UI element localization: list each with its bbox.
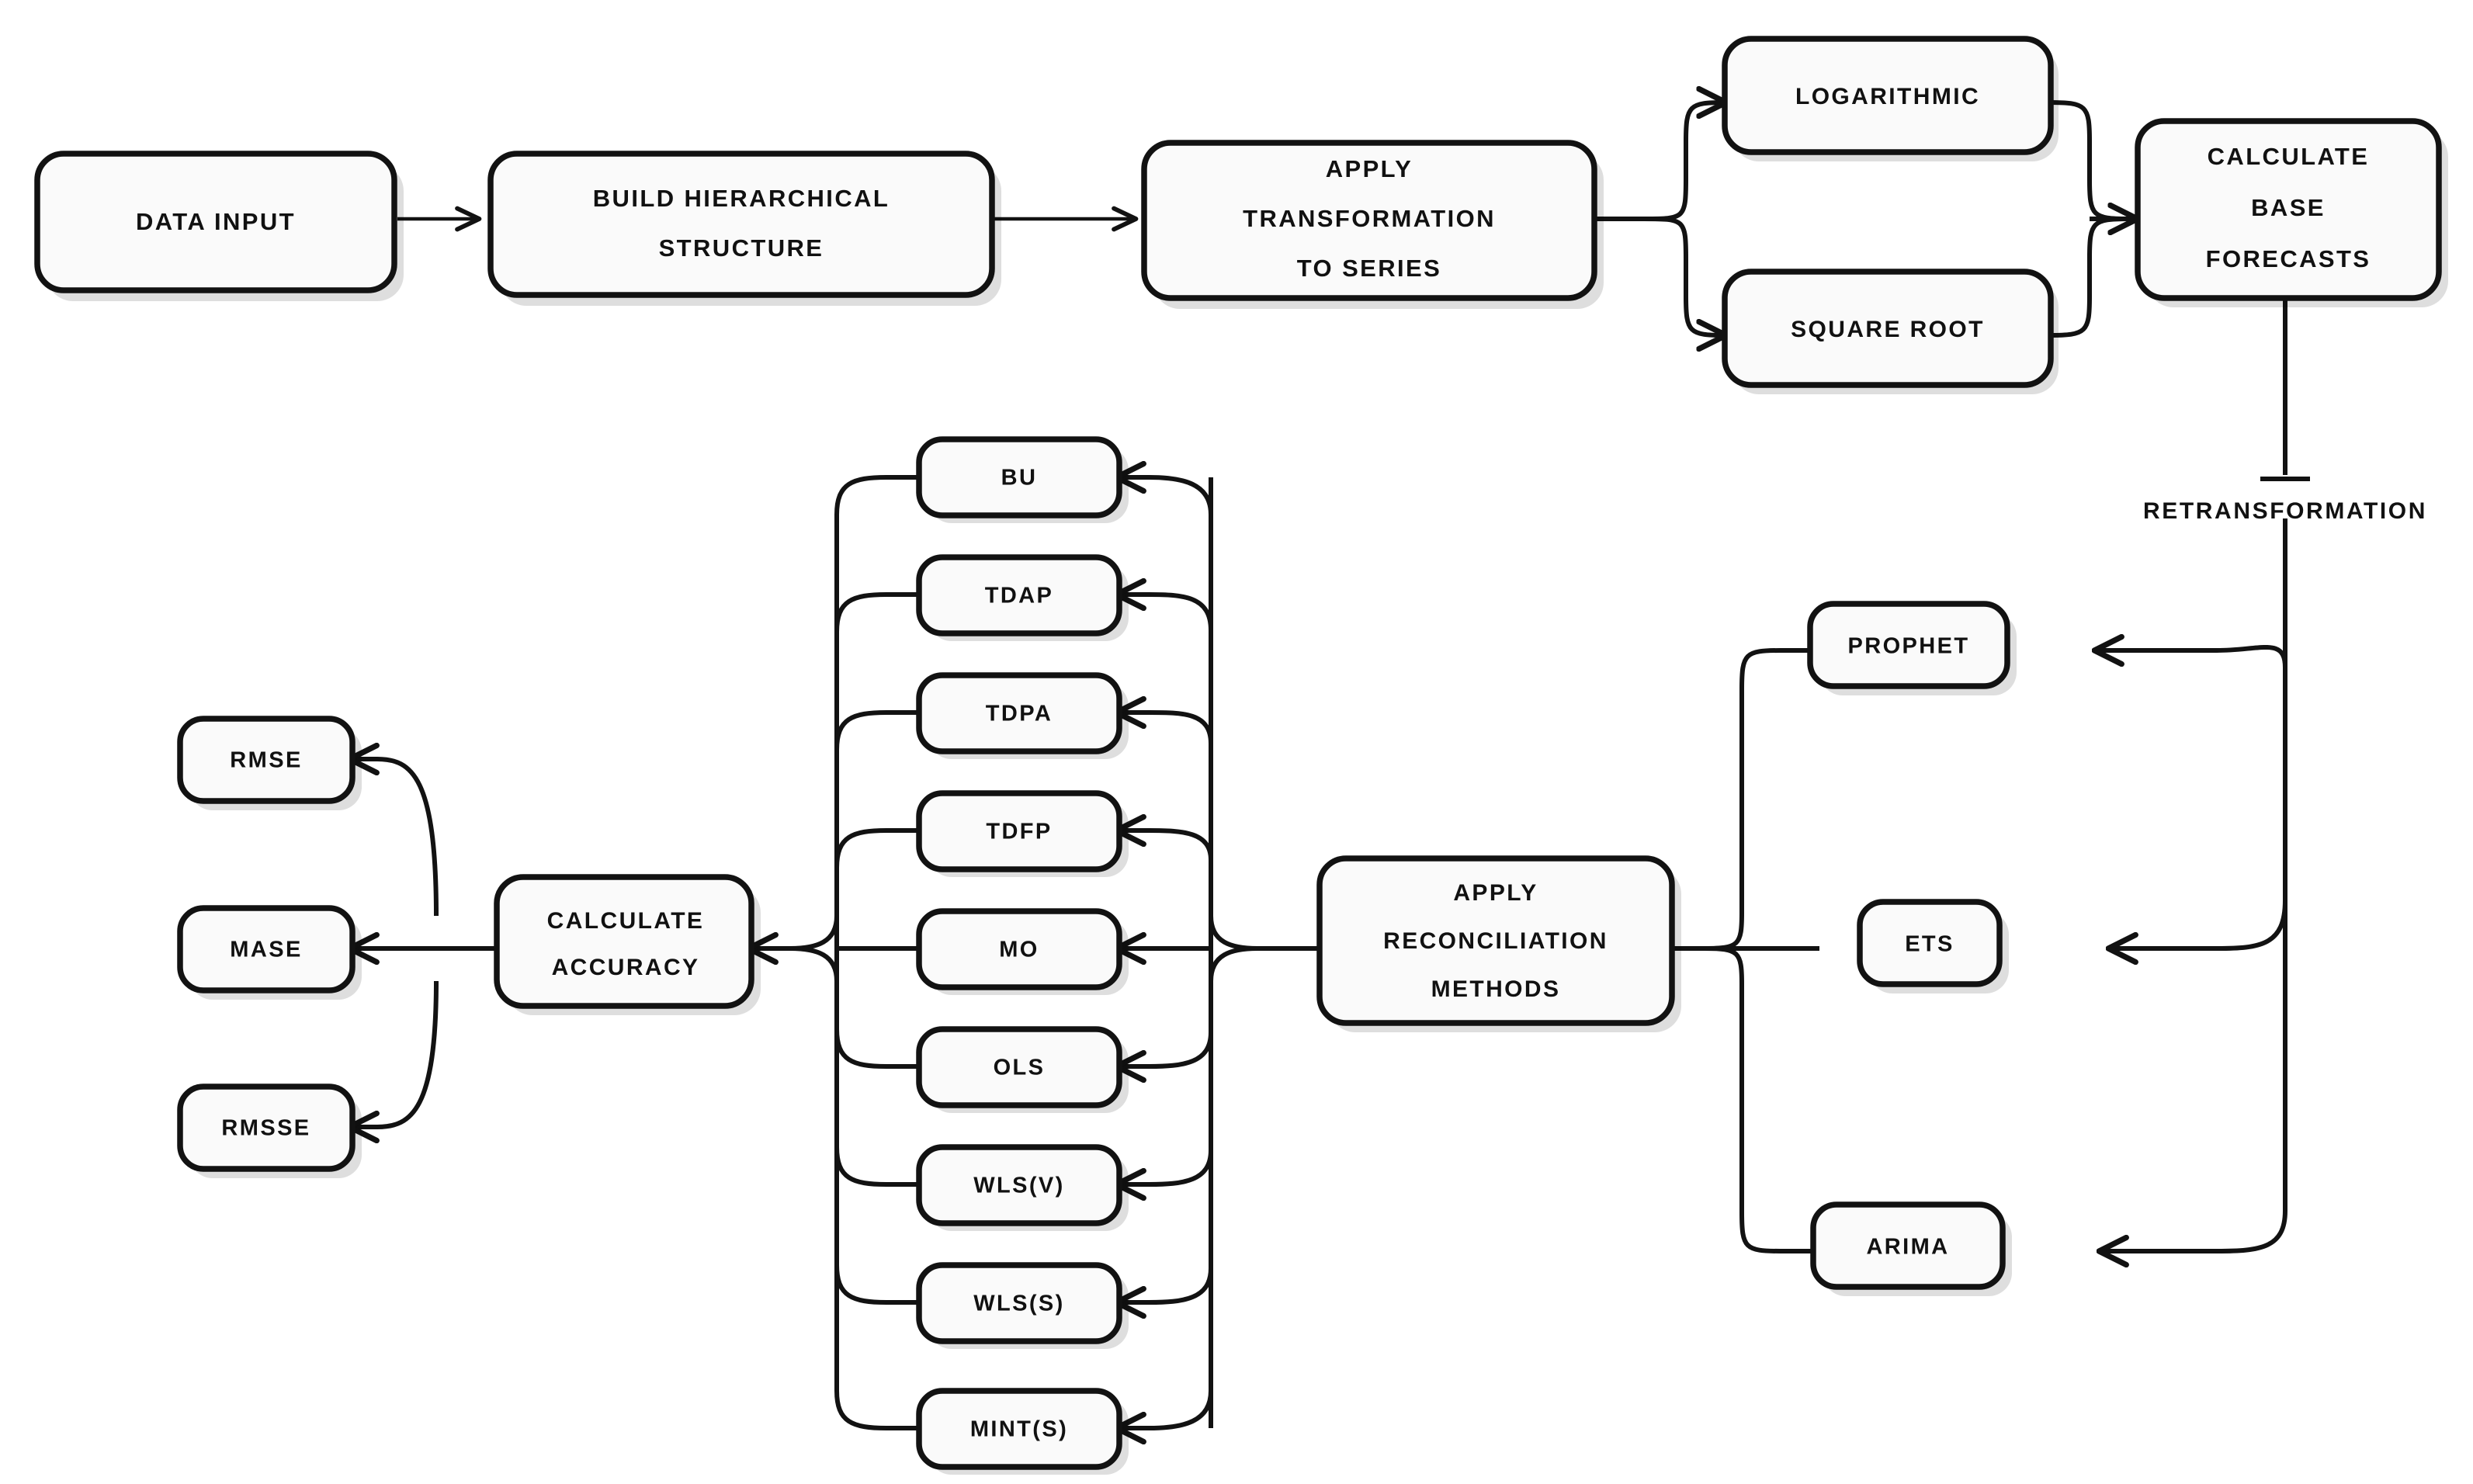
node-method-tdfp-label: TDFP	[986, 820, 1052, 844]
node-arima-label: ARIMA	[1866, 1235, 1949, 1260]
edge-bus-to-bu	[1118, 477, 1213, 515]
edge-square-root-to-merge	[2048, 217, 2129, 338]
node-method-wls-s[interactable]: WLS(S)	[916, 1262, 1122, 1344]
right-bus-entry2	[1209, 946, 1258, 982]
node-prophet[interactable]: PROPHET	[1807, 601, 2010, 689]
edge-ols-to-leftbus	[834, 1028, 917, 1069]
node-metric-rmsse[interactable]: RMSSE	[177, 1084, 356, 1172]
edge-bus-to-tdfp	[1118, 830, 1213, 861]
right-bus-entry	[1209, 915, 1258, 951]
node-ets-label: ETS	[1905, 932, 1954, 957]
node-arima[interactable]: ARIMA	[1810, 1201, 2006, 1290]
node-transform-label-line3: TO SERIES	[1297, 255, 1441, 282]
edge-trunk-to-prophet	[2096, 647, 2287, 668]
node-method-tdap[interactable]: TDAP	[916, 554, 1122, 636]
node-build-label-line2: STRUCTURE	[659, 234, 824, 262]
node-base-forecasts-line3: FORECASTS	[2206, 245, 2371, 272]
node-metric-rmsse-label: RMSSE	[221, 1116, 310, 1141]
node-calculate-base-forecasts[interactable]: CALCULATE BASE FORECASTS	[2135, 118, 2442, 301]
node-metric-mase[interactable]: MASE	[177, 905, 356, 993]
node-method-tdfp[interactable]: TDFP	[916, 790, 1122, 872]
node-data-input-label: DATA INPUT	[136, 208, 296, 235]
edge-bus-to-tdpa	[1118, 713, 1213, 744]
node-method-bu[interactable]: BU	[916, 436, 1122, 518]
node-method-mo-label: MO	[999, 938, 1039, 962]
node-transform-label-line2: TRANSFORMATION	[1243, 205, 1496, 232]
edge-logarithmic-to-merge	[2048, 100, 2129, 221]
edge-mint-s-to-leftbus	[834, 1390, 917, 1430]
edge-accuracy-to-rmsse	[351, 980, 439, 1127]
edge-tdfp-to-leftbus	[834, 828, 917, 869]
node-calculate-accuracy[interactable]: CALCULATE ACCURACY	[494, 874, 754, 1009]
node-metric-rmse[interactable]: RMSE	[177, 716, 356, 804]
node-square-root[interactable]: SQUARE ROOT	[1722, 269, 2054, 388]
edges-layer	[351, 102, 2310, 1428]
node-method-ols[interactable]: OLS	[916, 1026, 1122, 1108]
node-square-root-label: SQUARE ROOT	[1791, 317, 1985, 342]
node-method-wls-v-label: WLS(V)	[973, 1174, 1065, 1198]
node-reconciliation-line3: METHODS	[1431, 976, 1561, 1002]
node-reconciliation-line2: RECONCILIATION	[1383, 928, 1608, 954]
node-ets[interactable]: ETS	[1857, 899, 2003, 987]
node-method-tdpa[interactable]: TDPA	[916, 672, 1122, 754]
left-bus-merge-down	[789, 946, 839, 982]
collect-left-bus	[750, 475, 917, 1430]
node-logarithmic[interactable]: LOGARITHMIC	[1722, 36, 2054, 155]
edge-bu-to-leftbus	[834, 475, 917, 515]
node-data-input[interactable]: DATA INPUT	[34, 151, 397, 293]
node-accuracy-line1: CALCULATE	[547, 908, 705, 934]
edge-accuracy-to-rmse	[351, 759, 439, 917]
edge-prophet-to-bus	[1704, 648, 1809, 951]
edge-tdpa-to-leftbus	[834, 710, 917, 751]
edge-bus-to-mint-s	[1118, 1390, 1213, 1428]
edge-transform-to-square-root	[1643, 217, 1725, 335]
node-metric-rmse-label: RMSE	[230, 748, 302, 773]
edge-wls-v-to-leftbus	[834, 1146, 917, 1187]
node-base-forecasts-line1: CALCULATE	[2208, 143, 2370, 170]
node-method-mint-s-label: MINT(S)	[970, 1417, 1068, 1442]
node-method-bu-label: BU	[1001, 466, 1038, 491]
node-base-forecasts-line2: BASE	[2251, 194, 2326, 221]
node-method-mint-s[interactable]: MINT(S)	[916, 1388, 1122, 1470]
node-method-tdap-label: TDAP	[985, 584, 1054, 609]
node-apply-transformation[interactable]: APPLY TRANSFORMATION TO SERIES	[1141, 140, 1597, 301]
node-build-label-line1: BUILD HIERARCHICAL	[593, 185, 890, 212]
accuracy-fanout	[351, 759, 497, 1127]
node-method-ols-label: OLS	[994, 1056, 1046, 1080]
edge-trunk-to-arima	[2100, 1210, 2287, 1251]
node-apply-reconciliation-methods[interactable]: APPLY RECONCILIATION METHODS	[1316, 855, 1675, 1026]
edge-trunk-to-ets	[2110, 900, 2287, 948]
node-metric-mase-label: MASE	[230, 938, 302, 962]
node-reconciliation-line1: APPLY	[1453, 880, 1538, 906]
edge-bus-to-wls-s	[1118, 1267, 1213, 1302]
node-prophet-label: PROPHET	[1848, 634, 1970, 659]
edge-bus-to-tdap	[1118, 595, 1213, 631]
node-build-hierarchical-structure[interactable]: BUILD HIERARCHICAL STRUCTURE	[487, 151, 995, 298]
edge-wls-s-to-leftbus	[834, 1264, 917, 1305]
left-bus-merge-up	[789, 915, 839, 951]
edge-bus-to-wls-v	[1118, 1149, 1213, 1184]
node-transform-label-line1: APPLY	[1326, 155, 1413, 182]
node-logarithmic-label: LOGARITHMIC	[1795, 84, 1980, 109]
fanout-right-bus	[1118, 477, 1258, 1428]
edge-tdap-to-leftbus	[834, 592, 917, 633]
node-method-wls-s-label: WLS(S)	[973, 1292, 1065, 1316]
node-method-mo[interactable]: MO	[916, 908, 1122, 990]
edge-bus-to-ols	[1118, 1032, 1213, 1066]
node-accuracy-line2: ACCURACY	[552, 955, 700, 980]
node-method-wls-v[interactable]: WLS(V)	[916, 1144, 1122, 1226]
edge-transform-to-logarithmic	[1643, 102, 1725, 221]
edge-arima-to-bus	[1704, 946, 1812, 1253]
node-method-tdpa-label: TDPA	[986, 702, 1053, 726]
retransformation-label: RETRANSFORMATION	[2143, 498, 2427, 524]
